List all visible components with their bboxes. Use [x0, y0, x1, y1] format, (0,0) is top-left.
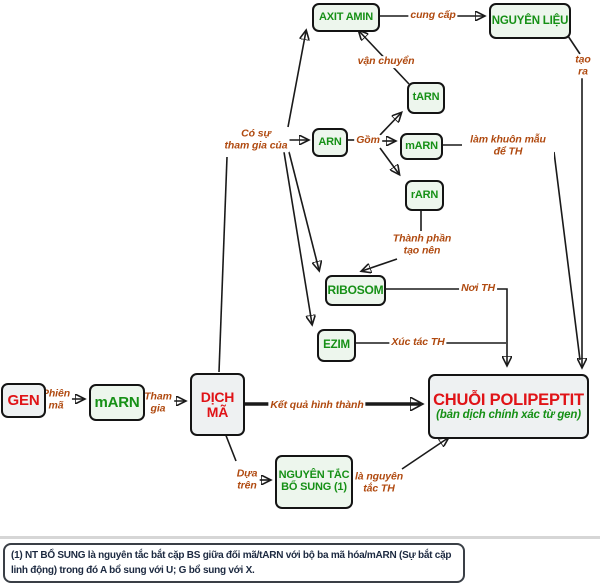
edge-label-van-chuyen: vận chuyển [355, 55, 417, 68]
chuoi-polipeptit-title: CHUỖI POLIPEPTIT [433, 390, 584, 409]
edge-label-cung-cap: cung cấp [408, 9, 458, 22]
edge-label-thanh-phan: Thành phần tạo nên [390, 232, 454, 257]
edge-label-co-su-tham-gia: Có sự tham gia của [222, 127, 290, 152]
footnote-box: (1) NT BỔ SUNG là nguyên tắc bắt cặp BS … [3, 543, 465, 583]
node-ezim: EZIM [317, 329, 356, 362]
edge-label-noi-th: Nơi TH [459, 282, 497, 295]
footnote-text: (1) NT BỔ SUNG là nguyên tắc bắt cặp BS … [11, 550, 452, 576]
edge-label-tham-gia: Tham gia [142, 390, 174, 415]
node-marn-main: mARN [89, 384, 145, 421]
edge-label-lam-khuon-mau: làm khuôn mẫu để TH [462, 133, 554, 158]
node-dich-ma: DỊCH MÃ [190, 373, 245, 436]
node-rarn: rARN [405, 180, 444, 211]
node-chuoi-polipeptit: CHUỖI POLIPEPTIT (bản dịch chính xác từ … [428, 374, 589, 439]
node-arn: ARN [312, 128, 348, 157]
chuoi-polipeptit-subtitle: (bản dịch chính xác từ gen) [436, 409, 581, 422]
node-nguyen-lieu: NGUYÊN LIỆU [489, 3, 571, 39]
edge-label-gom: Gồm [354, 134, 382, 147]
node-tarn: tARN [407, 82, 445, 114]
edge-label-tao-ra: tạo ra [573, 53, 593, 78]
edge-label-la-nguyen-tac: là nguyên tắc TH [352, 470, 406, 495]
edge-label-phien-ma: Phiên mã [39, 387, 73, 412]
edge-label-dua-tren: Dựa trên [234, 467, 260, 492]
edge-label-xuc-tac-th: Xúc tác TH [389, 336, 447, 349]
node-axit-amin: AXIT AMIN [312, 3, 380, 32]
node-marn-small: mARN [400, 133, 443, 160]
node-nguyen-tac-bo-sung: NGUYÊN TẮC BỔ SUNG (1) [275, 455, 353, 509]
node-ribosom: RIBOSOM [325, 275, 386, 306]
edge-label-ket-qua: Kết quả hình thành [268, 399, 366, 412]
page-divider-line [0, 536, 600, 539]
node-gen: GEN [1, 383, 46, 418]
